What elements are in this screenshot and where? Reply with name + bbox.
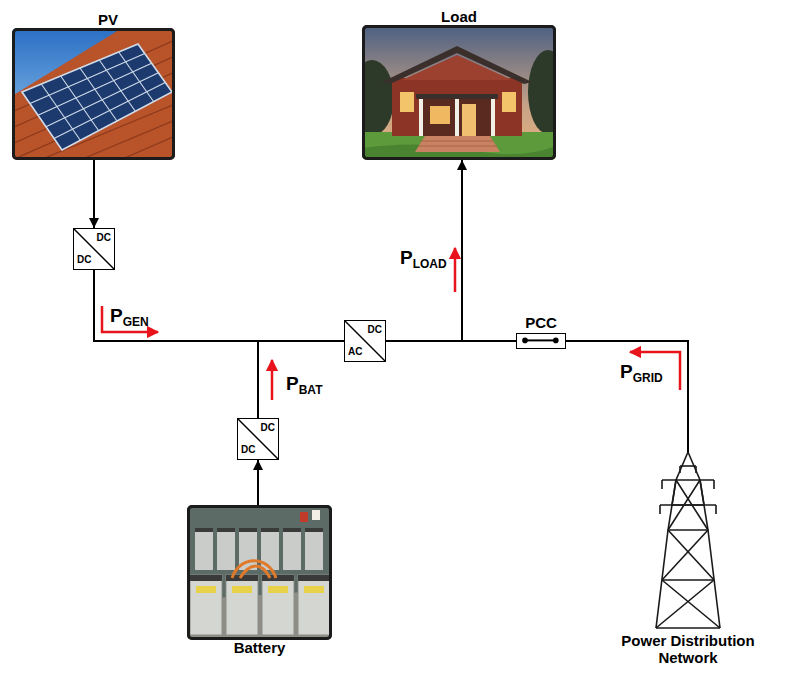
breaker-terminal <box>553 338 559 344</box>
house-wall <box>392 78 522 136</box>
lawn <box>362 132 556 160</box>
tree <box>362 60 394 136</box>
node-title: Battery <box>150 639 369 656</box>
pv-panel-photo: PV <box>12 28 175 160</box>
power-flow-label: PLOAD <box>400 248 447 267</box>
house-roof <box>382 46 532 84</box>
battery-row <box>190 575 330 635</box>
tag <box>300 512 308 522</box>
wall <box>187 505 332 640</box>
breaker-terminal <box>522 338 528 344</box>
sky <box>12 28 175 160</box>
tag <box>312 510 320 520</box>
roof-tiles <box>12 40 175 160</box>
dc-ac-inverter: DC AC <box>344 320 386 362</box>
flow-arrows <box>102 248 680 400</box>
breaker-contact <box>525 339 556 341</box>
node-title: Power Distribution Network <box>608 632 768 667</box>
step-edges <box>418 141 497 146</box>
power-line <box>258 341 344 418</box>
node-title: PCC <box>477 314 605 331</box>
tree <box>528 50 556 134</box>
power-flow-label: PGEN <box>110 306 149 325</box>
power-flow-label: PBAT <box>286 374 322 393</box>
column <box>455 99 459 136</box>
house-picture <box>362 25 556 160</box>
grid-tower: Power Distribution Network <box>640 452 736 630</box>
dc-dc-converter: DC DC <box>73 228 115 270</box>
converter-label: DC <box>77 255 91 265</box>
power-arrow <box>93 160 95 228</box>
cables <box>232 561 276 578</box>
diagonal-line <box>238 419 278 459</box>
transmission-tower <box>656 452 720 628</box>
converter-label: DC <box>261 423 275 433</box>
power-arrow <box>257 460 259 505</box>
converter-label: DC <box>241 445 255 455</box>
power-flow-label: PGRID <box>620 362 663 381</box>
panel-grid <box>30 52 165 140</box>
dc-dc-converter: DC DC <box>237 418 279 460</box>
power-line <box>94 270 344 341</box>
converter-label: DC <box>97 233 111 243</box>
solar-panel-picture <box>12 28 175 160</box>
diagonal-line <box>345 321 385 361</box>
porch <box>420 98 494 136</box>
roof <box>12 28 175 160</box>
power-arrow <box>386 160 462 341</box>
door <box>462 104 476 136</box>
window <box>400 92 414 112</box>
power-line <box>566 341 688 452</box>
battery-row <box>195 528 323 570</box>
power-line <box>386 340 516 342</box>
pcc-breaker: PCC <box>516 333 566 349</box>
column <box>491 99 495 136</box>
porch-roof <box>416 94 498 99</box>
grid-flow-arrow <box>630 352 680 390</box>
converter-label: AC <box>348 347 362 357</box>
breaker-symbol <box>517 334 565 348</box>
battery-flow-arrow <box>271 360 274 400</box>
window <box>502 92 516 112</box>
diagonal-line <box>74 229 114 269</box>
steps <box>415 136 500 152</box>
load-house-photo: Load <box>362 25 556 160</box>
battery-picture <box>187 505 332 640</box>
converter-label: DC <box>368 325 382 335</box>
gen-flow-arrow <box>102 306 158 332</box>
window <box>430 106 450 124</box>
node-title: Load <box>325 8 593 25</box>
node-title: PV <box>4 11 212 28</box>
column <box>419 99 423 136</box>
battery-photo: Battery <box>187 505 332 640</box>
panel-array <box>22 44 172 150</box>
load-flow-arrow <box>454 248 457 292</box>
